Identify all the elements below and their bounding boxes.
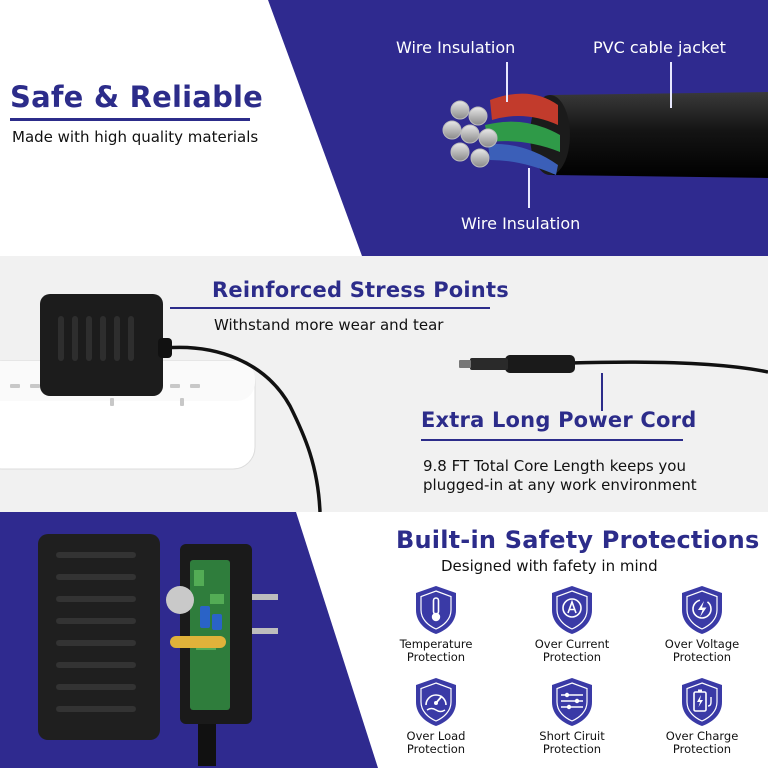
protection-item: Over Load Protection [371,676,501,756]
title-underline [10,118,250,121]
cable-cross-section-image [442,92,768,178]
cord-description-line-1: 9.8 FT Total Core Length keeps you [423,457,686,475]
protection-item: Temperature Protection [371,584,501,664]
circuit-icon [552,678,592,726]
lightning-icon [682,586,722,634]
protection-label-line1: Over Voltage [664,637,740,651]
leader-line [528,168,530,208]
protection-item: Short Ciruit Protection [507,676,637,756]
gauge-icon [416,678,456,726]
battery-icon [682,678,722,726]
protection-label-line1: Short Ciruit [539,729,605,743]
protection-label-line2: Protection [406,742,466,756]
protection-label-line2: Protection [672,742,732,756]
adapter-internals-image [38,534,278,766]
power-strip-adapter-image [0,294,768,512]
leader-line [670,62,672,108]
protections-subtitle: Designed with fafety in mind [441,557,658,575]
protection-item: Over Voltage Protection [637,584,767,664]
pvc-jacket-callout: PVC cable jacket [593,38,726,57]
protection-item: Over Charge Protection [637,676,767,756]
protection-label-line1: Over Charge [665,729,739,743]
safe-reliable-title: Safe & Reliable [10,80,264,114]
ampere-icon [552,586,592,634]
protections-section: Built-in Safety Protections Designed wit… [0,512,768,768]
stress-points-title: Reinforced Stress Points [212,278,509,302]
protection-label-line2: Protection [542,650,602,664]
protection-item: Over Current Protection [507,584,637,664]
stress-subtitle: Withstand more wear and tear [214,316,444,334]
protection-label-line2: Protection [542,742,602,756]
protections-title: Built-in Safety Protections [396,526,760,554]
leader-line [601,373,603,411]
protection-label-line1: Over Load [406,729,466,743]
cord-description-line-2: plugged-in at any work environment [423,476,697,494]
power-cord-title: Extra Long Power Cord [421,408,697,432]
protection-label-line1: Over Current [534,637,610,651]
wire-insulation-callout-top: Wire Insulation [396,38,516,57]
wire-insulation-callout-bottom: Wire Insulation [461,214,581,233]
cord-underline [421,439,683,441]
materials-subtitle: Made with high quality materials [12,128,259,146]
protection-label-line1: Temperature [399,637,473,651]
materials-section: Safe & Reliable Made with high quality m… [0,0,768,256]
protection-label-line2: Protection [406,650,466,664]
thermometer-icon [416,586,456,634]
cord-section: Reinforced Stress Points Withstand more … [0,256,768,512]
stress-underline [170,307,490,309]
cord-description: 9.8 FT Total Core Length keeps you plugg… [423,457,697,495]
protection-label-line2: Protection [672,650,732,664]
leader-line [506,62,508,102]
